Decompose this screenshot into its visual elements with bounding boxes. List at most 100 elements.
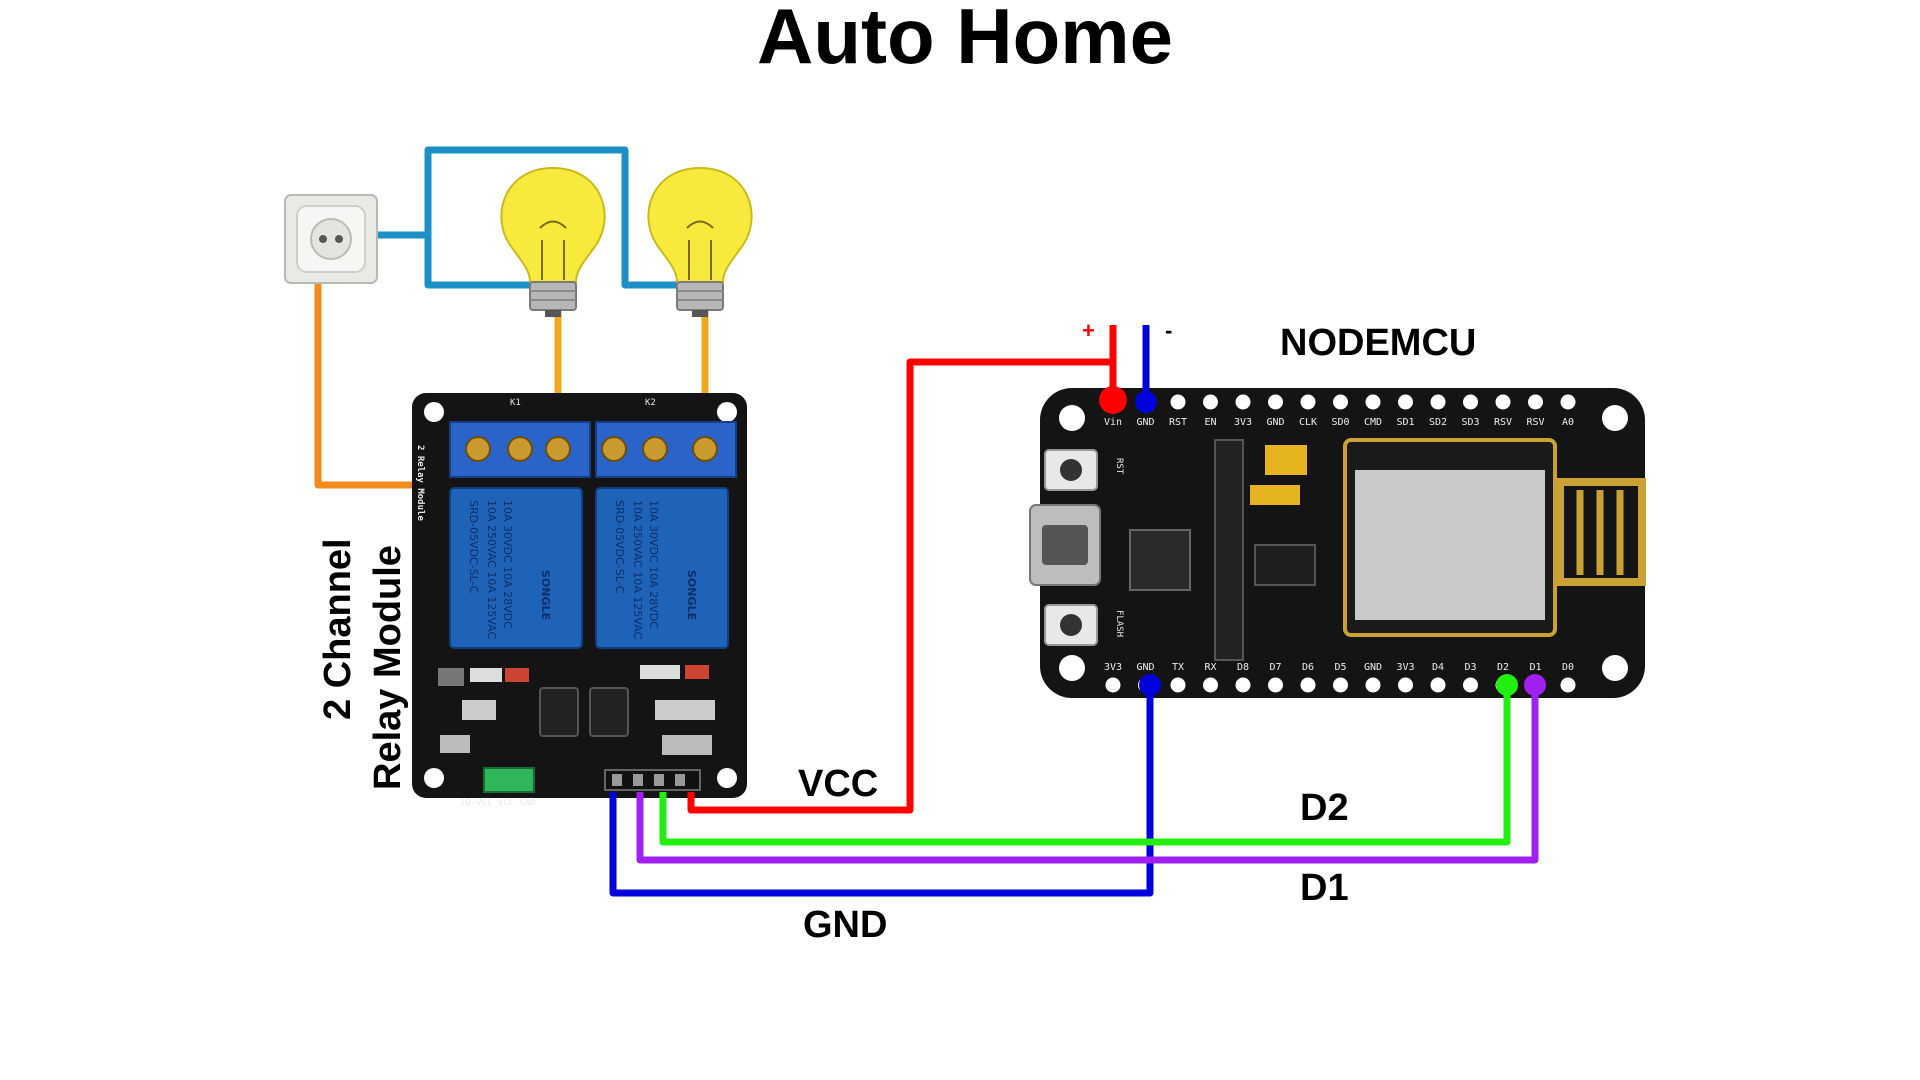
- nodemcu-bottom-pin: [1295, 672, 1321, 698]
- nodemcu-bottom-pin-label: 3V3: [1396, 662, 1414, 673]
- capacitor: [1250, 485, 1300, 505]
- nodemcu-bottom-pin-label: D5: [1334, 662, 1346, 673]
- nodemcu-bottom-pin-label: D4: [1432, 662, 1444, 673]
- relay-input-header: [604, 769, 701, 791]
- nodemcu-bottom-pin-label: D0: [1562, 662, 1574, 673]
- nodemcu-bottom-pin-label: D3: [1464, 662, 1476, 673]
- gnd-wire-label: GND: [803, 904, 887, 946]
- relay-k1-rating-1: 10A 250VAC 10A 125VAC: [485, 500, 498, 640]
- nodemcu-top-pin: [1555, 389, 1581, 415]
- nodemcu-top-pin-label: RSV: [1526, 417, 1544, 428]
- nodemcu-bottom-pin-label: RX: [1204, 662, 1216, 673]
- nodemcu-top-pin-label: Vin: [1104, 417, 1122, 428]
- flash-button: [1044, 604, 1098, 646]
- nodemcu-bottom-pin: [1198, 672, 1223, 698]
- nodemcu-bottom-pin-label: D1: [1529, 662, 1541, 673]
- wall-socket: [284, 194, 378, 284]
- nodemcu-top-pin: [1458, 389, 1483, 415]
- nodemcu-top-pin-label: SD0: [1331, 417, 1349, 428]
- relay-channel-k2: K2: [645, 398, 656, 408]
- nodemcu-bottom-pin-label: GND: [1364, 662, 1382, 673]
- flash-button-label: FLASH: [1114, 610, 1124, 637]
- signal-wires: [609, 325, 1546, 897]
- relay-k2-rating-1: 10A 250VAC 10A 125VAC: [631, 500, 644, 640]
- relay-lower-components: [438, 665, 715, 755]
- nodemcu-top-pin: [1490, 389, 1516, 415]
- nodemcu-bottom-pin-label: GND: [1136, 662, 1154, 673]
- nodemcu-top-pin-label: CMD: [1364, 417, 1382, 428]
- nodemcu-bottom-pin: [1425, 672, 1451, 698]
- nodemcu-bottom-pin: [1458, 672, 1483, 698]
- nodemcu-bottom-pin-label: D2: [1497, 662, 1509, 673]
- nodemcu-top-pin-label: CLK: [1299, 417, 1317, 428]
- relay-board-text: 2 Relay Module: [415, 445, 425, 521]
- relay-k2-part: SRD-05VDC-SL-C: [613, 500, 626, 594]
- relay-label-line1: 2 Channel: [317, 538, 359, 720]
- d2-wire-label: D2: [1300, 787, 1349, 829]
- nodemcu-top-pin: [1198, 389, 1223, 415]
- nodemcu-top-pin-label: SD1: [1396, 417, 1414, 428]
- nodemcu-bottom-pin-label: D6: [1302, 662, 1314, 673]
- regulator: [1265, 445, 1307, 475]
- nodemcu-bottom-pin: [1263, 672, 1288, 698]
- nodemcu-top-pin: [1165, 389, 1191, 415]
- nodemcu-bottom-pin-label: TX: [1172, 662, 1184, 673]
- nodemcu-top-pin-label: RSV: [1494, 417, 1512, 428]
- nodemcu-top-pin-label: SD3: [1461, 417, 1479, 428]
- nodemcu-top-pin: [1523, 389, 1548, 415]
- gnd-wire: [609, 685, 1154, 897]
- nodemcu-bottom-pin: [1393, 672, 1418, 698]
- nodemcu-bottom-pin-label: 3V3: [1104, 662, 1122, 673]
- relay-k1: SRD-05VDC-SL-C 10A 250VAC 10A 125VAC 10A…: [449, 487, 583, 649]
- relay-terminal-block-k1: [449, 421, 591, 478]
- relay-k1-part: SRD-05VDC-SL-C: [467, 500, 480, 594]
- nodemcu-top-pin-label: GND: [1136, 417, 1154, 428]
- relay-header-labels: JD-VCC VCC GND: [460, 798, 536, 808]
- vcc-wire-label: VCC: [798, 763, 878, 805]
- bulb-1: [500, 166, 606, 317]
- jdvcc-jumper: JD-VCC VCC GND: [460, 767, 536, 808]
- vcc-wire: [687, 325, 1117, 814]
- nodemcu-bottom-pin: [1555, 672, 1581, 698]
- nodemcu-bottom-pin: [1328, 672, 1353, 698]
- d1-wire-label: D1: [1300, 867, 1349, 909]
- rst-button: [1044, 449, 1098, 491]
- nodemcu-top-pin-label: RST: [1169, 417, 1187, 428]
- relay-terminal-block-k2: [595, 421, 737, 478]
- nodemcu-top-pin-label: EN: [1204, 417, 1216, 428]
- nodemcu-top-pin: [1295, 389, 1321, 415]
- relay-module: K1 K2 SRD-05VDC-SL-C 10A 250VAC 10A 125V…: [412, 393, 747, 808]
- diagram-title: Auto Home: [757, 0, 1173, 80]
- nodemcu-top-pin: [1425, 389, 1451, 415]
- gnd-top-pin-marker: [1135, 391, 1157, 413]
- nodemcu-top-pin: [1393, 389, 1418, 415]
- relay-label-line2: Relay Module: [367, 545, 409, 790]
- relay-k1-rating-2: 10A 30VDC 10A 28VDC: [501, 500, 514, 629]
- relay-k2-brand: SONGLE: [685, 570, 698, 620]
- power-minus-label: -: [1165, 318, 1172, 343]
- chip-small: [1254, 544, 1316, 586]
- usb-serial-chip: [1129, 529, 1191, 591]
- nodemcu-top-pin: [1328, 389, 1353, 415]
- usb-port: [1029, 504, 1101, 586]
- relay-k2-rating-2: 10A 30VDC 10A 28VDC: [647, 500, 660, 629]
- power-plus-label: +: [1082, 318, 1095, 343]
- bulb-2: [647, 166, 753, 317]
- esp8266-module: [1343, 438, 1646, 637]
- d1-pin-marker: [1524, 674, 1546, 696]
- nodemcu-top-pin: [1230, 389, 1256, 415]
- nodemcu-bottom-pin: [1165, 672, 1191, 698]
- pin-strip-middle: [1214, 439, 1244, 661]
- nodemcu-top-pin-label: A0: [1562, 417, 1574, 428]
- relay-k1-brand: SONGLE: [539, 570, 552, 620]
- nodemcu-top-pin-label: 3V3: [1234, 417, 1252, 428]
- nodemcu-bottom-pin: [1360, 672, 1386, 698]
- nodemcu-bottom-pin-label: D8: [1237, 662, 1249, 673]
- d2-wire: [659, 685, 1511, 846]
- nodemcu-top-pin: [1263, 389, 1288, 415]
- relay-channel-k1: K1: [510, 398, 521, 408]
- neutral-wire-bulb1: [424, 235, 545, 289]
- neutral-wire: [330, 146, 680, 289]
